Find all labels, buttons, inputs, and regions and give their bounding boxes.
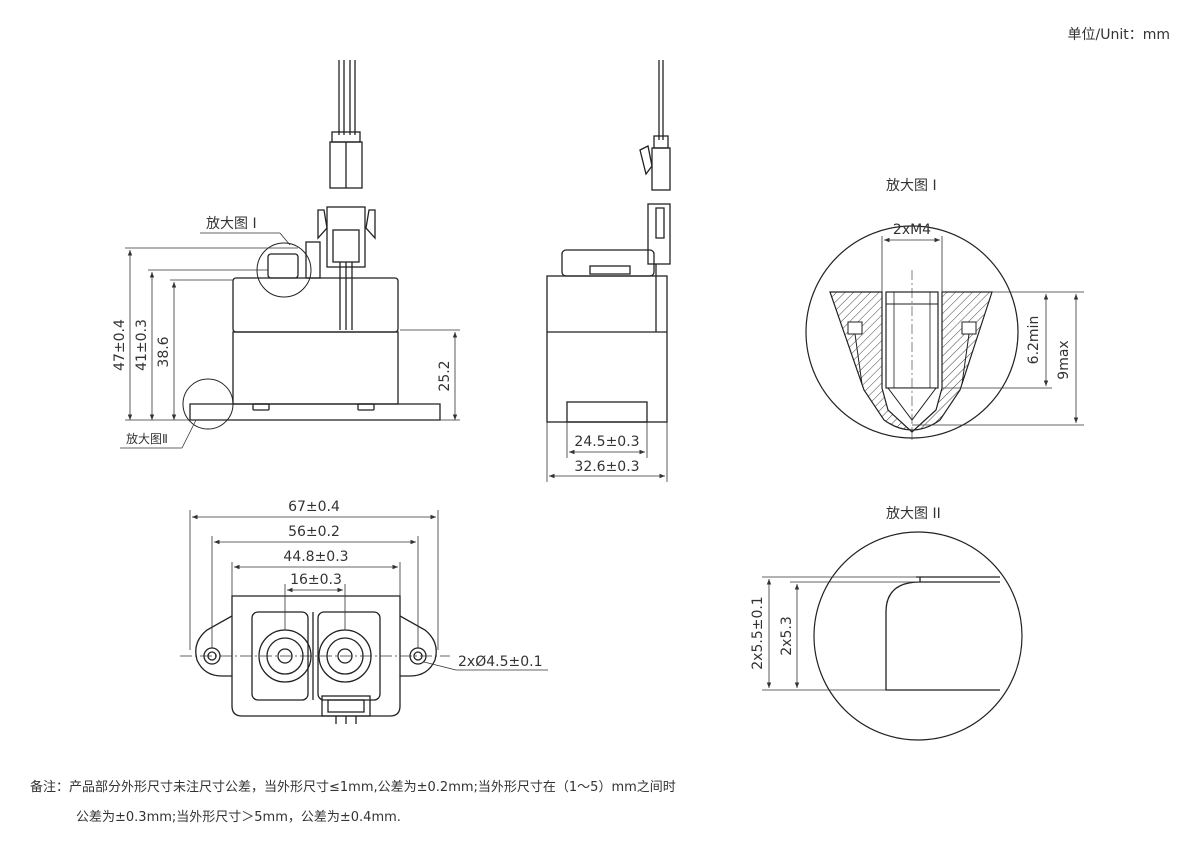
relay-body-lower [232, 331, 399, 405]
mounting-flange [189, 403, 441, 421]
front-detail2-callout: 放大图Ⅱ [126, 431, 168, 446]
bottom-view [195, 595, 437, 724]
dim-max-depth: 9max [1056, 340, 1072, 379]
wire-leads [329, 60, 363, 189]
bottom-view-dimensions [180, 510, 548, 671]
note-line-1: 备注：产品部分外形尺寸未注尺寸公差，当外形尺寸≤1mm,公差为±0.2mm;当外… [30, 780, 676, 795]
side-view-dimensions [546, 422, 668, 482]
detail2-callout-circle [182, 378, 234, 430]
dim-base-width: 24.5±0.3 [574, 434, 639, 450]
dim-total-height: 47±0.4 [112, 319, 128, 371]
dim-total-width: 32.6±0.3 [574, 459, 639, 475]
dim-hole-diameter: 2xØ4.5±0.1 [458, 654, 542, 670]
front-view-dimensions [120, 232, 460, 449]
detail1-view [805, 225, 1019, 440]
dim-body-length: 44.8±0.3 [283, 549, 348, 565]
dim-lower-height: 25.2 [437, 360, 453, 391]
detail2-view [813, 531, 1023, 741]
dim-detail2-outer: 2x5.5±0.1 [750, 596, 766, 669]
detail1-dimensions [881, 236, 1084, 426]
dim-terminal-spacing: 16±0.3 [290, 572, 342, 588]
dim-hole-spacing: 56±0.2 [288, 524, 340, 540]
dim-thread: 2xM4 [893, 222, 931, 238]
front-detail1-callout: 放大图 I [206, 216, 257, 232]
note-line-2: 公差为±0.3mm;当外形尺寸＞5mm，公差为±0.4mm. [76, 810, 401, 825]
detail2-dimensions [762, 576, 920, 691]
front-view [182, 60, 441, 430]
bottom-outline [195, 595, 437, 717]
dim-mid-height: 38.6 [156, 336, 172, 367]
side-view [546, 60, 671, 423]
relay-body-upper [232, 277, 399, 333]
dim-body-height: 41±0.3 [134, 319, 150, 371]
dim-detail2-inner: 2x5.3 [779, 616, 795, 655]
detail2-title: 放大图 II [886, 506, 941, 522]
connector [317, 206, 376, 330]
dim-min-depth: 6.2min [1026, 316, 1042, 365]
detail1-title: 放大图 I [886, 178, 937, 194]
dim-overall-length: 67±0.4 [288, 499, 340, 515]
unit-label: 单位/Unit：mm [1067, 27, 1171, 43]
